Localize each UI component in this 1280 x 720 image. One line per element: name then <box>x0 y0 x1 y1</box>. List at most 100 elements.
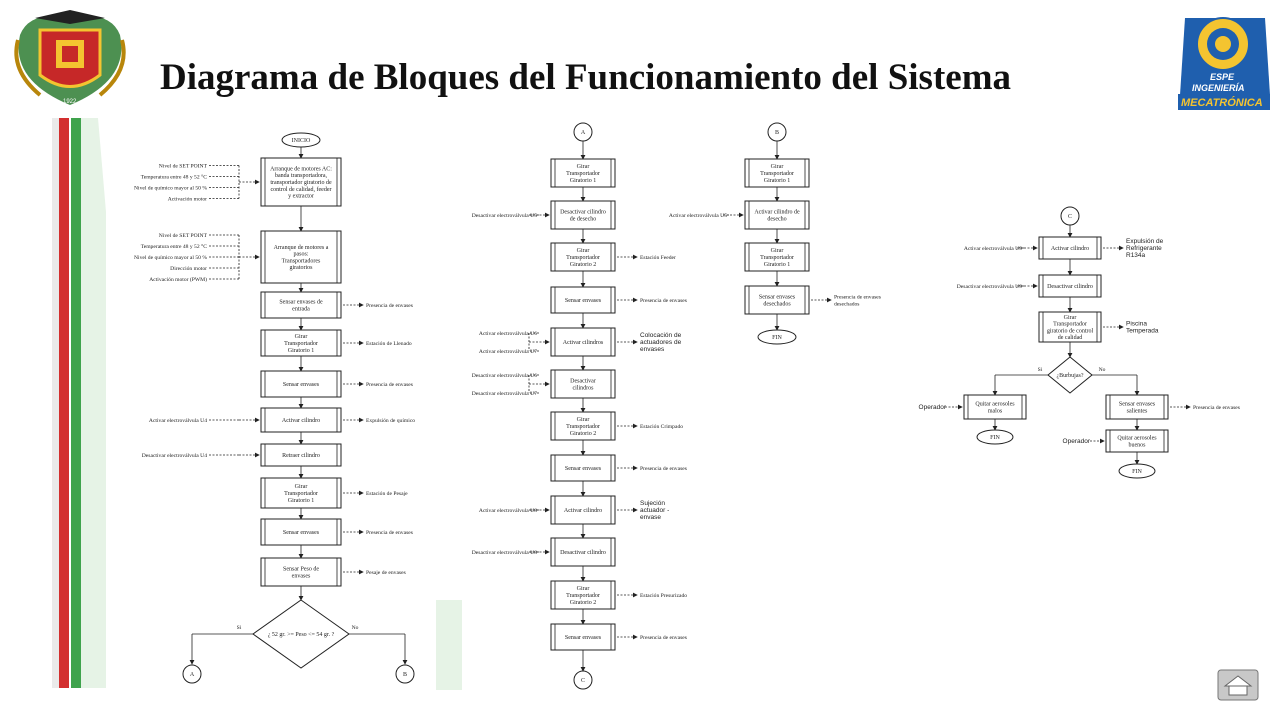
bubbles-decision: ¿Burbujas? <box>1047 356 1093 394</box>
home-button[interactable] <box>1217 669 1259 701</box>
connector-shape <box>573 670 593 690</box>
process-block-frame <box>260 407 342 433</box>
connector-label: C <box>581 678 585 684</box>
block-text: Transportador <box>566 255 600 261</box>
process-block: Activar cilindros <box>550 327 616 357</box>
block-text: desecho <box>767 216 786 222</box>
output-signal-label: R134a <box>1126 252 1146 259</box>
connector-label: A <box>190 672 195 678</box>
input-signal-label: Temperatura entre 48 y 52 °C <box>141 174 208 181</box>
process-block: Sensar envases <box>550 286 616 314</box>
block-text: de desecho <box>570 216 597 222</box>
block-text: Giratorio 1 <box>764 178 791 184</box>
output-signal-label: desechados <box>834 302 859 308</box>
decision-text: ¿ 52 gr. >= Peso <= 54 gr. ? <box>268 632 335 638</box>
block-text: Girar <box>577 417 590 423</box>
output-signal-label: Pesaje de envases <box>366 570 406 576</box>
process-block: Activar cilindro <box>260 407 342 433</box>
block-text: Girar <box>1064 315 1077 321</box>
branch-no-label: No <box>352 625 359 631</box>
block-text: Girar <box>577 586 590 592</box>
process-block-frame <box>744 158 810 188</box>
input-signal-label: Activar electroválvula U6 <box>479 331 537 337</box>
output-signal-label: Presencia de envases <box>366 530 413 536</box>
block-text: Transportador <box>566 424 600 430</box>
block-text: Transportador <box>760 255 794 261</box>
block-text: Quitar aerosoles <box>1117 436 1157 442</box>
process-block: Sensar envases <box>260 518 342 546</box>
process-block-frame <box>550 327 616 357</box>
block-text: transportador giratorio de <box>270 180 332 186</box>
block-text: Sensar envases <box>565 635 602 641</box>
output-signal-label: Presencia de envases <box>366 303 413 309</box>
block-text: desechados <box>763 301 791 307</box>
process-block-frame <box>260 518 342 546</box>
terminal-shape <box>757 329 797 345</box>
block-text: Giratorio 2 <box>570 600 597 606</box>
block-text: cilindros <box>573 385 595 391</box>
terminal-shape <box>1118 463 1156 479</box>
input-signal-label: Desactivar electroválvula U7 <box>472 391 537 397</box>
output-signal-label: Presencia de envases <box>1193 405 1240 411</box>
process-block-frame <box>550 411 616 441</box>
block-text: Sensar envases <box>565 466 602 472</box>
block-text: y extractor <box>288 194 314 200</box>
branch-no-label: No <box>1099 367 1106 373</box>
block-text: Girar <box>577 164 590 170</box>
block-text: Transportador <box>1053 322 1087 328</box>
decision-text: ¿Burbujas? <box>1057 373 1084 379</box>
block-text: Transportador <box>284 491 318 497</box>
block-text: banda transportadora, <box>275 173 327 179</box>
end-terminal-no: FIN <box>1118 463 1156 479</box>
block-text: pasos: <box>294 252 309 258</box>
block-text: Transportador <box>760 171 794 177</box>
block-text: Transportadores <box>282 258 321 264</box>
block-text: Girar <box>295 484 308 490</box>
weight-decision: ¿ 52 gr. >= Peso <= 54 gr. ? <box>252 599 350 669</box>
process-block: Activar cilindro <box>550 495 616 525</box>
process-block-frame <box>744 285 810 315</box>
output-signal-label: Sujeción <box>640 500 665 507</box>
process-block-frame <box>744 200 810 230</box>
block-text: Girar <box>771 248 784 254</box>
process-block-frame <box>550 454 616 482</box>
branch-yes-label: Si <box>1038 367 1043 373</box>
block-text: Girar <box>295 334 308 340</box>
block-text: giratorio de control <box>1047 328 1094 334</box>
slide-title: Diagrama de Bloques del Funcionamiento d… <box>160 57 1012 98</box>
process-block-frame <box>550 623 616 651</box>
block-text: giratorios <box>290 265 314 271</box>
output-signal-label: Piscina <box>1126 321 1147 328</box>
home-icon[interactable] <box>1223 675 1253 696</box>
block-text: envases <box>292 573 311 579</box>
block-text: Sensar Peso de <box>283 567 319 573</box>
process-block-frame <box>260 230 342 284</box>
block-text: Giratorio 2 <box>570 431 597 437</box>
output-signal-label: Estación Crimpado <box>640 424 683 430</box>
block-text: buenos <box>1129 442 1147 448</box>
process-block-frame <box>550 286 616 314</box>
input-signal-label: Activación motor (PWM) <box>149 276 207 283</box>
logo-text-ingenieria: INGENIERÍA <box>1192 83 1245 93</box>
input-signal-label: Activar electroválvula U8 <box>479 508 537 514</box>
block-text: Transportador <box>566 171 600 177</box>
operator-label: Operador <box>1063 438 1091 445</box>
block-text: Girar <box>577 248 590 254</box>
connector-c-end: C <box>573 670 593 690</box>
connector-a-start: A <box>573 122 593 142</box>
process-block-frame <box>260 557 342 587</box>
input-signal-label: Activar electroválvula U4 <box>149 418 207 424</box>
block-text: Activar cilindro de <box>754 210 800 216</box>
terminal-text: FIN <box>990 435 1000 441</box>
block-text: Transportador <box>566 593 600 599</box>
decision-shape <box>1047 356 1093 394</box>
process-block-frame <box>550 242 616 272</box>
input-signal-label: Temperatura entre 48 y 52 °C <box>141 243 208 250</box>
